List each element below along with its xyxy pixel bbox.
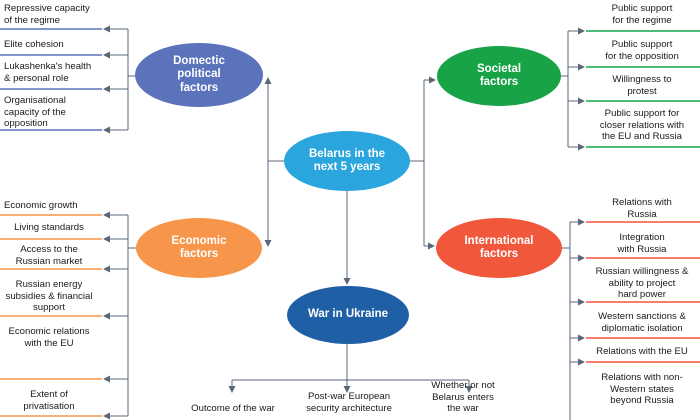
domestic-item: Elite cohesion [4, 39, 64, 50]
war-item: Outcome of the war [191, 403, 275, 414]
hub-economic-label: Economic factors [171, 234, 227, 261]
economic-item: Living standards [14, 222, 84, 233]
international-item: Relations with non- Western states beyon… [601, 372, 683, 406]
hub-societal-label: Societal factors [476, 62, 522, 89]
hub-center-label: Belarus in the next 5 years [308, 147, 386, 174]
domestic-item: Organisational capacity of the oppositio… [4, 95, 66, 129]
domestic-item: Lukashenka's health & personal role [4, 61, 92, 84]
hub-economic-factors: Economic factors [136, 218, 262, 278]
societal-item: Public support for the regime [611, 3, 673, 26]
international-item: Russian willingness & ability to project… [595, 266, 689, 300]
hub-war-in-ukraine: War in Ukraine [287, 286, 409, 344]
economic-item: Economic relations with the EU [8, 326, 90, 349]
economic-item: Economic growth [4, 200, 78, 211]
economic-item: Access to the Russian market [15, 244, 83, 267]
international-item: Relations with Russia [612, 197, 672, 220]
societal-item: Public support for closer relations with… [599, 108, 685, 142]
hub-international-label: International factors [464, 234, 534, 261]
hub-domestic-label: Domectic political factors [173, 54, 225, 94]
international-item: Integration with Russia [617, 232, 667, 255]
societal-item: Willingness to protest [612, 74, 672, 97]
hub-war-label: War in Ukraine [307, 308, 389, 321]
hub-international-factors: International factors [436, 218, 562, 278]
war-item: Post-war European security architecture [306, 391, 392, 414]
international-item: Western sanctions & diplomatic isolation [598, 311, 686, 334]
war-item: Whether or not Belarus enters the war [431, 380, 495, 414]
hub-domestic-political-factors: Domectic political factors [135, 43, 263, 107]
societal-item: Public support for the opposition [605, 39, 679, 62]
economic-item: Russian energy subsidies & financial sup… [5, 279, 93, 313]
economic-item: Extent of privatisation [23, 389, 75, 412]
international-item: Relations with the EU [596, 346, 688, 357]
hub-center-belarus: Belarus in the next 5 years [284, 131, 410, 191]
domestic-item: Repressive capacity of the regime [4, 3, 90, 26]
hub-societal-factors: Societal factors [437, 46, 561, 106]
